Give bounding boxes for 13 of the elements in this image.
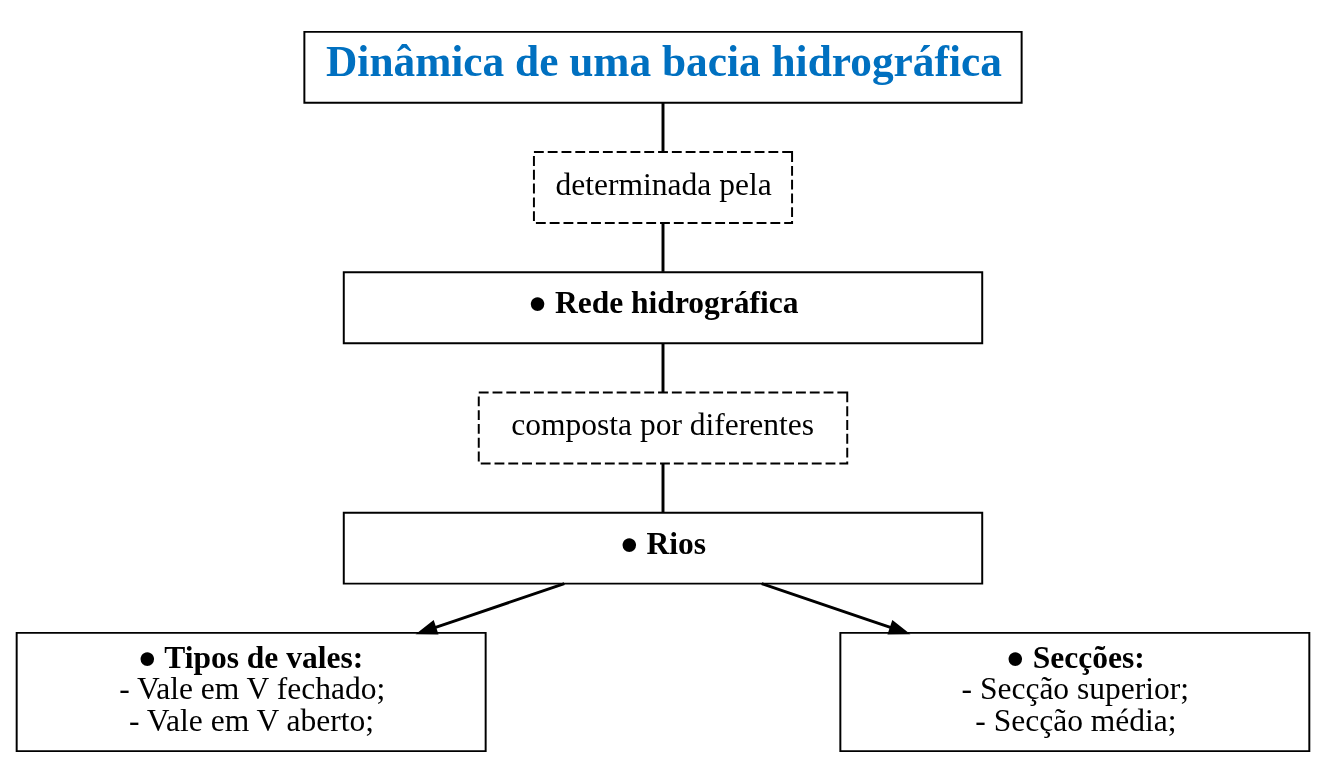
arrow [761, 582, 911, 635]
connector [661, 463, 665, 513]
node-box: ● Tipos de vales: - Vale em V fechado; - Vale em V aberto; [15, 631, 487, 753]
connector [661, 343, 665, 393]
node-box: ● Rios [342, 511, 984, 585]
node-box: Dinâmica de uma bacia hidrográfica [303, 30, 1023, 104]
connector [661, 102, 665, 152]
node-box: ● Rede hidrográfica [342, 271, 984, 345]
node-box: composta por diferentes [477, 391, 849, 465]
arrow [415, 582, 565, 635]
connector [661, 223, 665, 272]
node-box: determinada pela [532, 151, 794, 224]
node-box: ● Secções: - Secção superior; - Secção média; [839, 631, 1311, 753]
